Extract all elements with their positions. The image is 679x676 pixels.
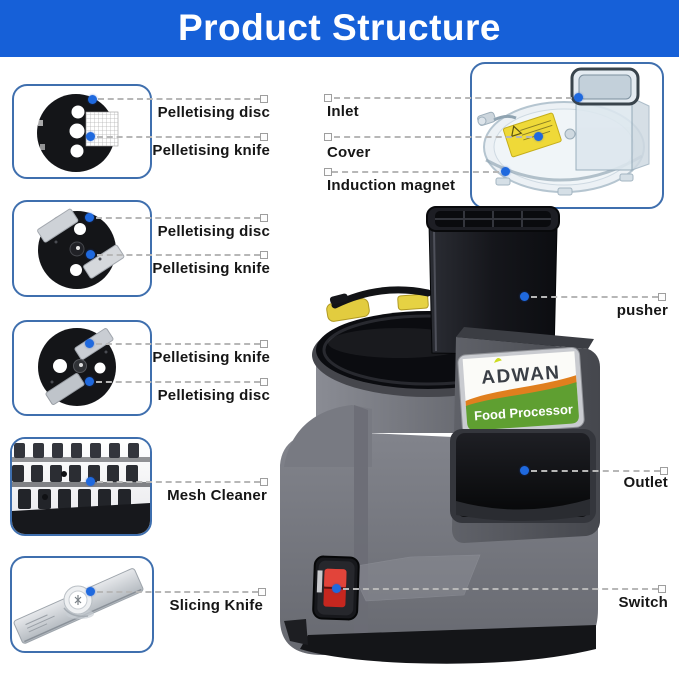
leader-line xyxy=(96,381,260,383)
pusher-part xyxy=(426,206,560,356)
leader-line xyxy=(96,343,260,345)
label-mesh-cleaner: Mesh Cleaner xyxy=(167,487,267,504)
label-inlet: Inlet xyxy=(327,103,359,120)
marker-dot xyxy=(534,132,543,141)
label-slicing-knife: Slicing Knife xyxy=(169,597,263,614)
leader-line xyxy=(334,97,572,99)
leader-line xyxy=(334,136,532,138)
leader-line xyxy=(97,481,260,483)
marker-dot xyxy=(85,213,94,222)
food-processor-image: ADWAN Food Processor xyxy=(280,206,600,664)
cover-illustration xyxy=(477,67,650,196)
marker-dot xyxy=(86,132,95,141)
leader-line xyxy=(343,588,658,590)
leader-endpoint xyxy=(324,94,332,102)
outlet-opening xyxy=(450,429,596,523)
leader-line xyxy=(332,171,499,173)
leader-line xyxy=(531,296,658,298)
label-cover: Cover xyxy=(327,144,371,161)
page-title: Product Structure xyxy=(0,0,679,57)
leader-endpoint xyxy=(324,133,332,141)
mesh-cleaner-image xyxy=(10,437,152,536)
leader-line xyxy=(97,136,260,138)
leader-endpoint xyxy=(260,251,268,259)
leader-line xyxy=(531,470,660,472)
disc-blade-illustration xyxy=(37,208,125,289)
marker-dot xyxy=(85,339,94,348)
label-pelletising-disc-2: Pelletising disc xyxy=(157,223,270,240)
label-pelletising-disc-1: Pelletising disc xyxy=(157,104,270,121)
label-pelletising-knife-1: Pelletising knife xyxy=(152,142,270,159)
marker-dot xyxy=(85,377,94,386)
leader-line xyxy=(98,98,260,100)
marker-dot xyxy=(332,584,341,593)
leader-endpoint xyxy=(260,340,268,348)
label-pelletising-knife-2: Pelletising knife xyxy=(152,260,270,277)
marker-dot xyxy=(520,466,529,475)
mesh-cleaner-illustration xyxy=(12,439,150,534)
pelletising-disc-blade-image xyxy=(12,200,152,297)
leader-endpoint xyxy=(658,585,666,593)
label-pelletising-disc-3: Pelletising disc xyxy=(157,387,270,404)
slicing-knife-image xyxy=(10,556,154,653)
marker-dot xyxy=(88,95,97,104)
label-switch: Switch xyxy=(618,594,668,611)
marker-dot xyxy=(86,477,95,486)
lid-handle xyxy=(326,286,432,322)
marker-dot xyxy=(520,292,529,301)
power-switch xyxy=(312,555,360,621)
leader-endpoint xyxy=(260,478,268,486)
label-pusher: pusher xyxy=(616,302,668,319)
leader-line xyxy=(96,217,260,219)
leader-endpoint xyxy=(658,293,666,301)
leader-endpoint xyxy=(260,214,268,222)
cover-latch xyxy=(477,111,517,126)
marker-dot xyxy=(86,587,95,596)
leader-endpoint xyxy=(260,378,268,386)
label-induction-magnet: Induction magnet xyxy=(327,177,456,194)
pelletising-knife-disc-image xyxy=(12,320,152,416)
leader-endpoint xyxy=(324,168,332,176)
leader-endpoint xyxy=(258,588,266,596)
product-type: Food Processor xyxy=(474,402,574,424)
base-band xyxy=(300,625,596,664)
leader-endpoint xyxy=(660,467,668,475)
marker-dot xyxy=(86,250,95,259)
label-pelletising-knife-3: Pelletising knife xyxy=(152,349,270,366)
disc-grid-illustration xyxy=(37,94,119,172)
knife-disc-illustration xyxy=(38,328,116,406)
leader-line xyxy=(97,591,258,593)
brand-label: ADWAN Food Processor xyxy=(457,346,585,436)
label-outlet: Outlet xyxy=(623,474,668,491)
leader-line xyxy=(97,254,260,256)
slicing-knife-illustration xyxy=(13,568,144,644)
cover-image xyxy=(470,62,664,209)
leader-endpoint xyxy=(260,133,268,141)
leader-endpoint xyxy=(260,95,268,103)
marker-dot xyxy=(501,167,510,176)
marker-dot xyxy=(574,93,583,102)
